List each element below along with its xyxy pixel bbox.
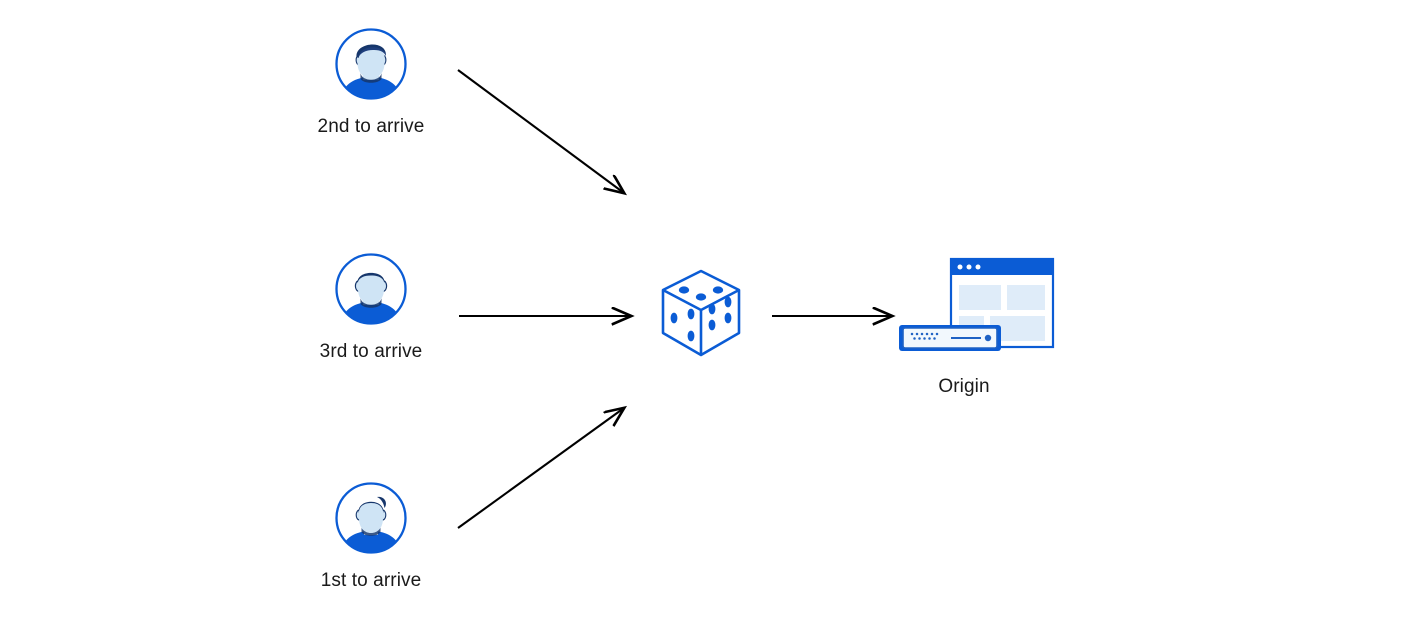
node-dice[interactable]: [646, 263, 756, 363]
node-label-origin: Origin: [938, 376, 990, 397]
arrow-2nd-to-dice: [457, 69, 624, 193]
node-client-3rd[interactable]: 3rd to arrive: [291, 252, 451, 361]
user-avatar-icon: [334, 481, 408, 555]
server-device-shape: [899, 325, 1001, 351]
arrow-1st-to-dice: [457, 408, 624, 529]
node-label-client-1st: 1st to arrive: [320, 570, 422, 591]
node-origin[interactable]: Origin: [864, 255, 1064, 396]
user-avatar-icon: [334, 252, 408, 326]
node-client-1st[interactable]: 1st to arrive: [291, 481, 451, 590]
node-client-2nd[interactable]: 2nd to arrive: [291, 27, 451, 136]
node-label-client-3rd: 3rd to arrive: [319, 341, 423, 362]
user-avatar-icon: [334, 27, 408, 101]
origin-server-icon: [889, 255, 1055, 363]
node-label-client-2nd: 2nd to arrive: [317, 116, 425, 137]
dice-icon: [646, 263, 756, 363]
